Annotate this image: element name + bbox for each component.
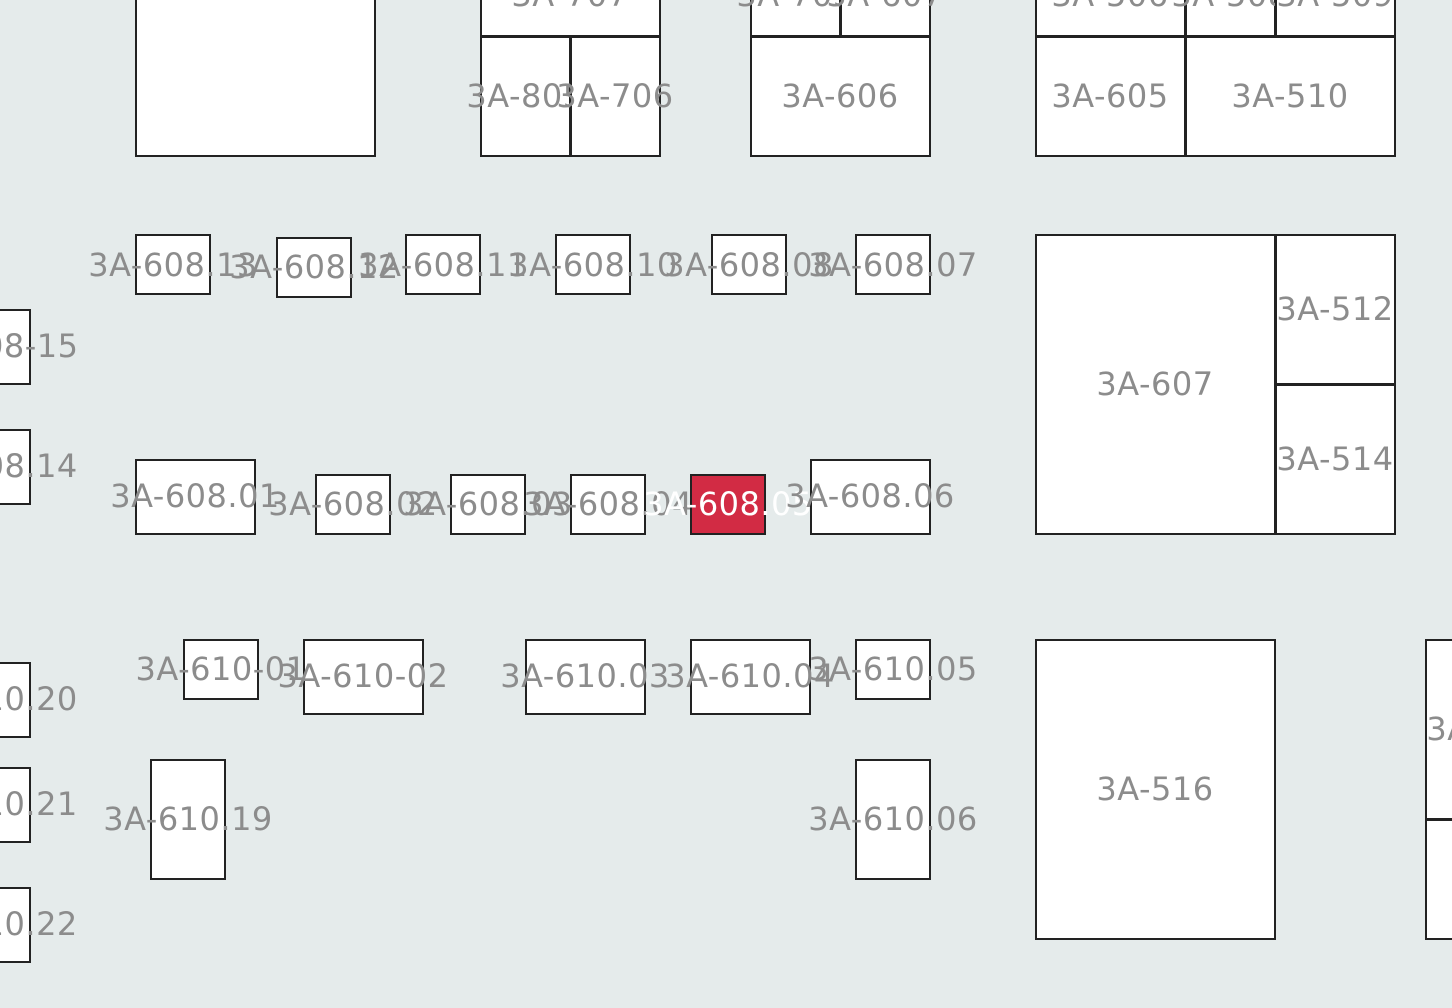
booth[interactable] <box>855 234 931 295</box>
booth[interactable] <box>405 234 481 295</box>
booth[interactable] <box>1035 234 1276 535</box>
booth[interactable] <box>810 459 931 535</box>
booth[interactable] <box>1275 234 1396 385</box>
booth[interactable] <box>711 234 787 295</box>
booth[interactable] <box>855 759 931 880</box>
booth[interactable] <box>1185 0 1276 37</box>
booth[interactable] <box>1035 36 1186 157</box>
booth[interactable] <box>135 234 211 295</box>
booth[interactable] <box>1275 0 1396 37</box>
booth[interactable] <box>1425 639 1452 820</box>
booth[interactable] <box>855 639 931 700</box>
booth[interactable] <box>1185 36 1396 157</box>
booth[interactable] <box>183 639 259 700</box>
booth[interactable] <box>1035 0 1186 37</box>
booth[interactable] <box>555 234 631 295</box>
booth[interactable] <box>570 474 646 535</box>
booth[interactable] <box>0 429 31 505</box>
booth[interactable] <box>690 639 811 715</box>
booth[interactable] <box>840 0 931 37</box>
booth-selected[interactable] <box>690 474 766 535</box>
booth[interactable] <box>0 309 31 385</box>
booth[interactable] <box>303 639 424 715</box>
booth[interactable] <box>0 887 31 963</box>
booth[interactable] <box>0 662 31 738</box>
booth[interactable] <box>1275 384 1396 535</box>
booth[interactable] <box>480 36 571 157</box>
booth[interactable] <box>750 36 931 157</box>
booth[interactable] <box>0 767 31 843</box>
booth[interactable] <box>276 237 352 298</box>
booth[interactable] <box>1035 639 1276 940</box>
booth[interactable] <box>450 474 526 535</box>
booth[interactable] <box>750 0 841 37</box>
booth[interactable] <box>570 36 661 157</box>
booth[interactable] <box>135 459 256 535</box>
booth[interactable] <box>150 759 226 880</box>
booth[interactable] <box>1425 819 1452 940</box>
booth[interactable] <box>480 0 661 37</box>
booth[interactable] <box>525 639 646 715</box>
booth[interactable] <box>315 474 391 535</box>
booth[interactable] <box>135 0 376 157</box>
